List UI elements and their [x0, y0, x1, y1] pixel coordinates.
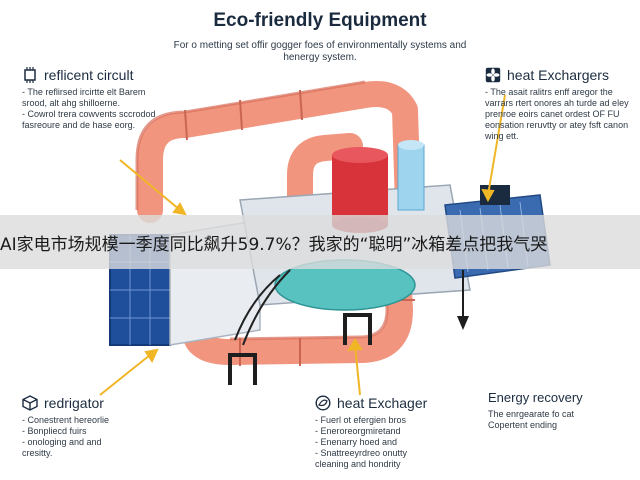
leaf-globe-icon: [315, 395, 331, 411]
callout-title: Energy recovery: [488, 390, 583, 405]
callout-redrigator: redrigator - Conestrent hereorlie - Bonp…: [22, 395, 172, 459]
circuit-chip-icon: [24, 67, 36, 83]
page-title: Eco-friendly Equipment: [213, 10, 427, 31]
callout-reflicent-circuit: reflicent circult - The reflirsed ircirt…: [22, 67, 172, 131]
energy-recovery-arrow: [457, 270, 469, 330]
callout-title: heat Exchargers: [507, 67, 609, 83]
callout-text: The enrgearate fo cat Copertent ending: [488, 409, 575, 430]
callout-title: reflicent circult: [44, 67, 134, 83]
callout-heat-exchargers: heat Exchargers - The asait ralitrs enff…: [485, 67, 635, 142]
callout-title: heat Exchager: [337, 395, 428, 411]
callout-text: - Fuerl ot efergien bros - Eneroreorgmir…: [315, 415, 408, 469]
callout-text: - The reflirsed ircirtte elt Barem srood…: [22, 87, 156, 130]
cables: [234, 269, 291, 346]
pipe-loop-shade: [135, 80, 389, 341]
page-subtitle: For o metting set offir gogger foes of e…: [173, 40, 467, 63]
cube-icon: [22, 395, 38, 411]
banner-text: AI家电市场规模一季度同比飙升59.7%？我家的“聪明”冰箱差点把我气哭: [0, 234, 548, 255]
callout-title: redrigator: [44, 395, 104, 411]
support-brackets: [228, 313, 372, 385]
blue-column: [397, 140, 425, 211]
callout-text: - Conestrent hereorlie - Bonpliecd fuirs…: [22, 415, 110, 458]
callout-arrows: [99, 94, 506, 396]
callout-text: - The asait ralitrs enff aregor the varr…: [485, 87, 629, 141]
callout-heat-exchager: heat Exchager - Fuerl ot efergien bros -…: [315, 395, 465, 470]
callout-energy-recovery: Energy recovery The enrgearate fo cat Co…: [488, 390, 633, 431]
headline-banner[interactable]: AI家电市场规模一季度同比飙升59.7%？我家的“聪明”冰箱差点把我气哭: [0, 215, 640, 269]
fan-icon: [485, 67, 501, 83]
